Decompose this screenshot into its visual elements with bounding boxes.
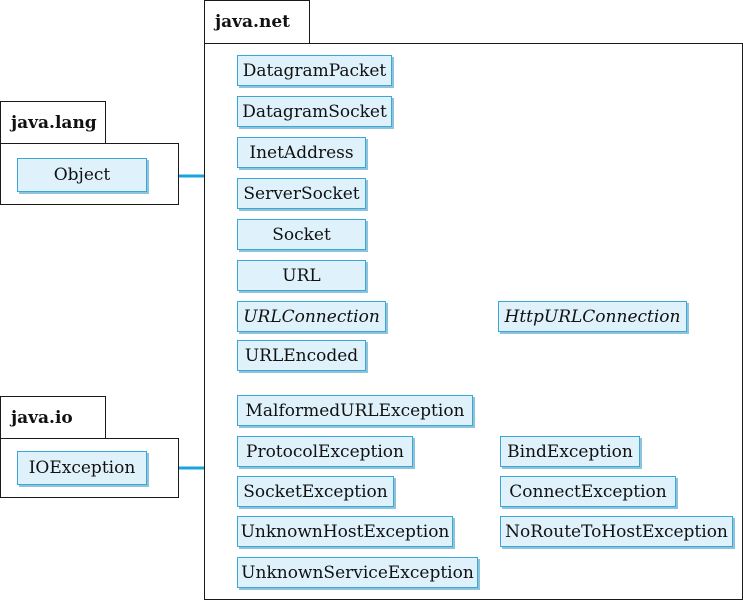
class-object: Object [17,158,147,192]
class-bind-exception: BindException [500,436,640,467]
class-socket: Socket [237,219,366,250]
package-tab-java-net: java.net [204,0,310,44]
package-tab-java-io: java.io [0,396,106,439]
class-malformed-url-exception: MalformedURLException [237,395,473,426]
class-socket-exception: SocketException [237,476,394,507]
class-ioexception: IOException [17,451,147,485]
class-inet-address: InetAddress [237,137,366,168]
class-server-socket: ServerSocket [237,178,366,209]
class-http-url-connection: HttpURLConnection [498,301,687,332]
class-unknown-host-exception: UnknownHostException [237,516,453,547]
class-datagram-packet: DatagramPacket [237,55,392,86]
class-url-connection: URLConnection [237,301,386,332]
class-no-route-to-host-exception: NoRouteToHostException [500,516,733,547]
class-datagram-socket: DatagramSocket [237,96,392,127]
package-tab-java-lang: java.lang [0,101,106,144]
class-url-encoded: URLEncoded [237,340,366,371]
class-url: URL [237,260,366,291]
class-protocol-exception: ProtocolException [237,436,413,467]
class-unknown-service-exception: UnknownServiceException [237,557,478,588]
class-connect-exception: ConnectException [500,476,676,507]
